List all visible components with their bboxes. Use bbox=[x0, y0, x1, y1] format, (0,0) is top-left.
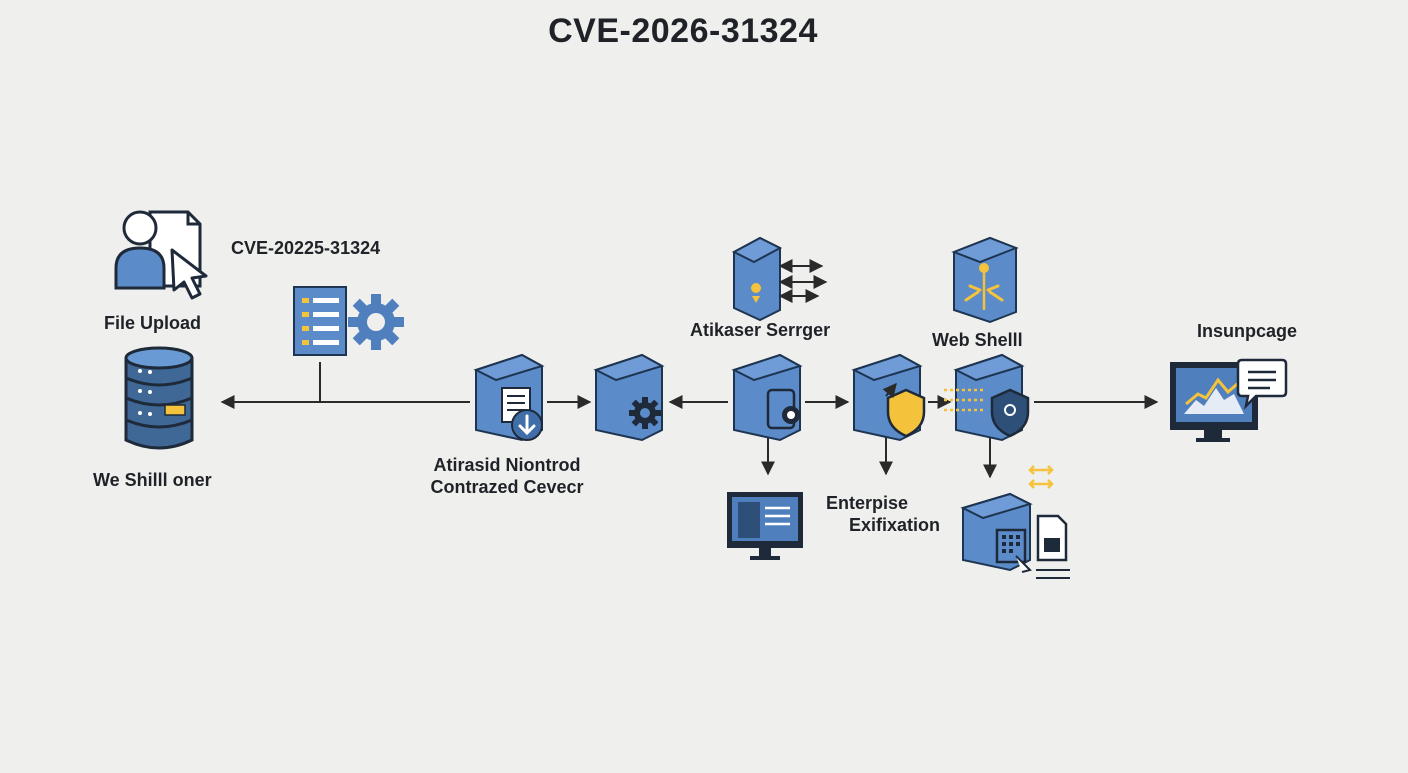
label-file-upload: File Upload bbox=[104, 313, 202, 333]
page-title: CVE-2026-31324 bbox=[548, 12, 818, 50]
contrazed-server-icon bbox=[473, 353, 545, 442]
label-insunpcage: Insunpcage bbox=[1197, 321, 1298, 341]
shield-server-icon bbox=[851, 353, 926, 442]
webshell-top-server-icon bbox=[951, 236, 1019, 324]
label-enterprise-line2: Exifixation bbox=[848, 515, 940, 535]
bidirectional-arrows-icon bbox=[778, 259, 828, 303]
database-icon bbox=[124, 346, 194, 450]
monitor-chart-icon bbox=[1170, 358, 1288, 442]
label-contrazed: Atirasid Niontrod Contrazed Cevecr bbox=[408, 454, 606, 498]
attacker-server-icon bbox=[731, 353, 803, 442]
label-cve-secondary: CVE-20225-31324 bbox=[231, 238, 381, 258]
label-contrazed-line1: Atirasid Niontrod bbox=[433, 455, 581, 475]
gear-icon bbox=[348, 294, 404, 350]
label-we-shill-oner: We Shilll oner bbox=[93, 470, 212, 490]
label-atikaser-serger: Atikaser Serrger bbox=[690, 320, 831, 340]
label-enterprise-line1: Enterpise bbox=[826, 493, 909, 513]
yellow-swap-arrows-icon bbox=[1028, 465, 1054, 489]
label-enterprise: Enterpise Exifixation bbox=[826, 492, 940, 536]
webshell-server-icon bbox=[944, 353, 1030, 442]
user-upload-icon bbox=[114, 210, 208, 300]
attacker-top-server-icon bbox=[731, 236, 783, 322]
label-web-shell: Web Shelll bbox=[932, 330, 1023, 350]
connectors bbox=[220, 362, 1159, 479]
label-contrazed-line2: Contrazed Cevecr bbox=[430, 477, 584, 497]
config-panel-icon bbox=[293, 286, 347, 356]
exfil-server-icon bbox=[960, 492, 1070, 579]
monitor-list-icon bbox=[727, 492, 803, 560]
gear-server-icon bbox=[593, 353, 665, 442]
